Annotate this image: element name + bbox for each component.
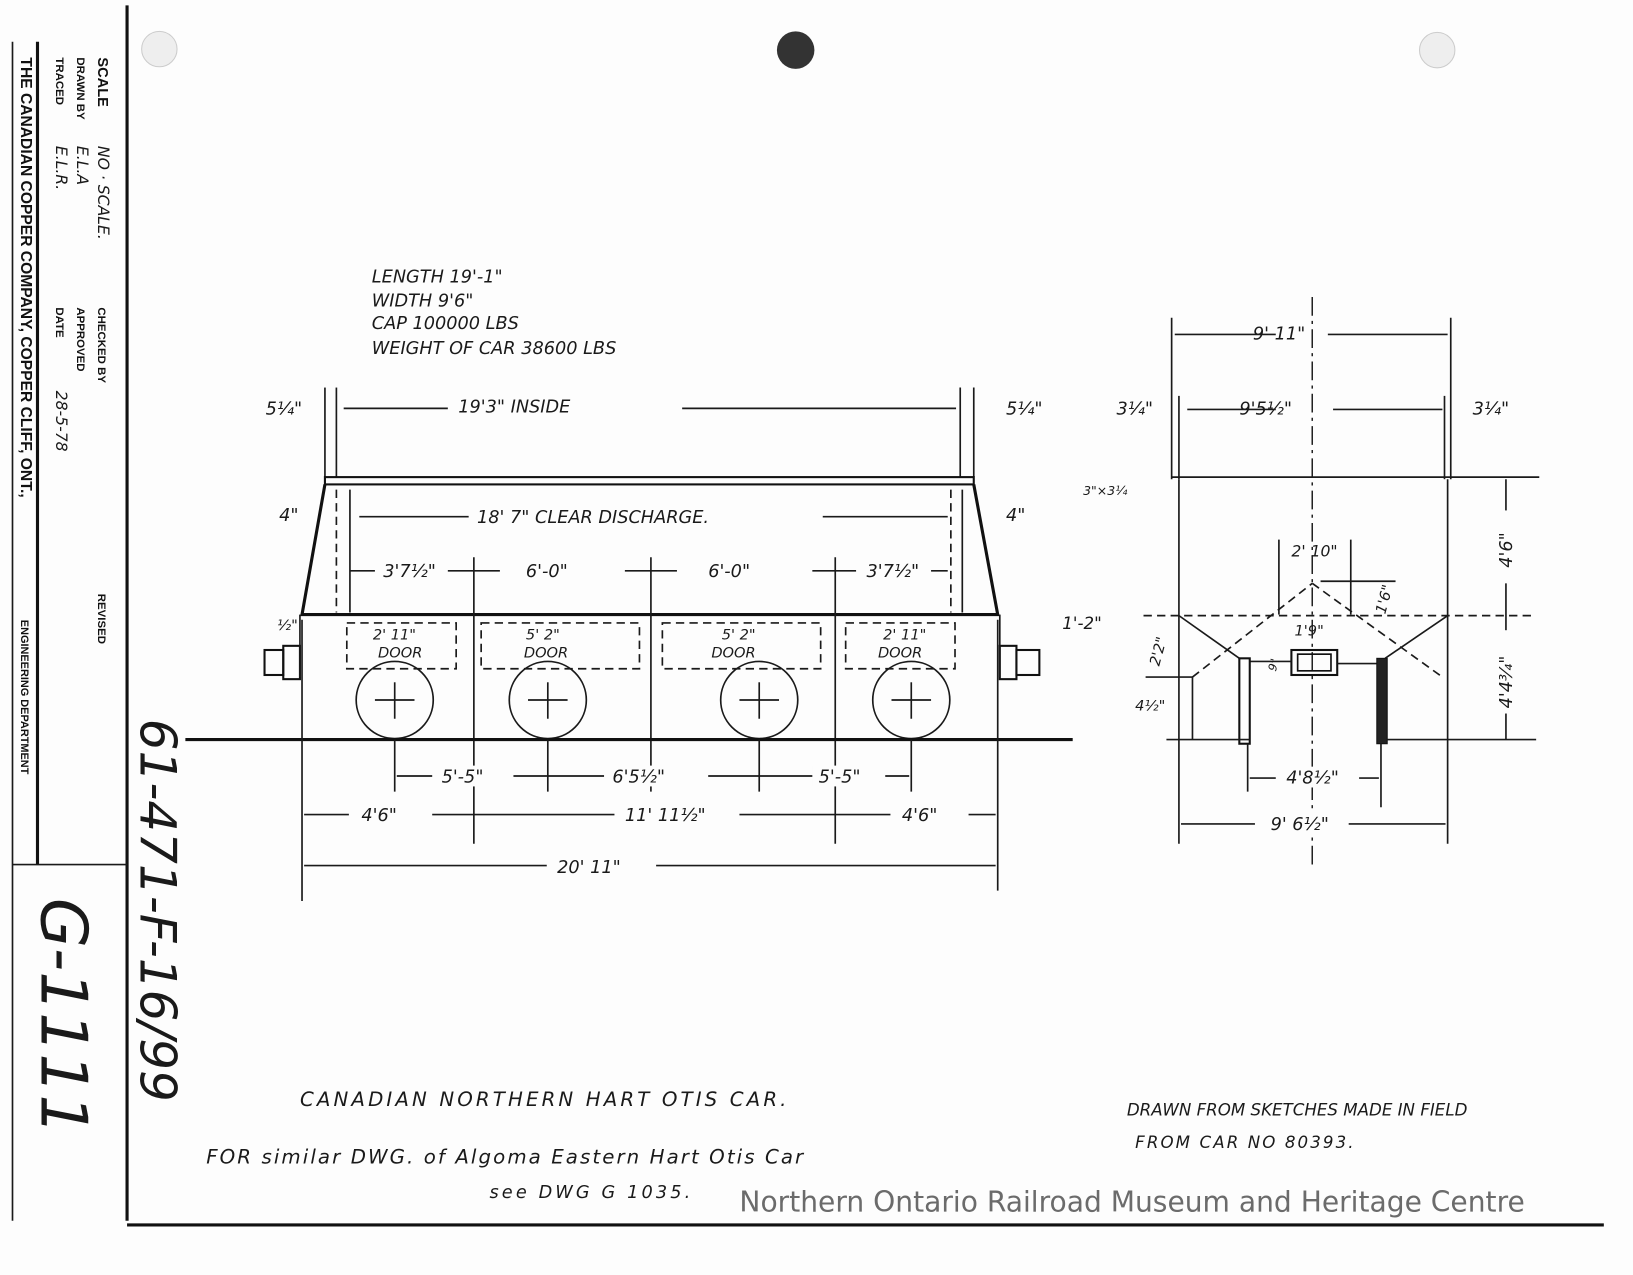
door-1-size: 2' 11"	[373, 627, 416, 644]
dim-wheelbase-2: 6'5½"	[612, 767, 665, 787]
dim-overall-width: 9' 11"	[1253, 325, 1305, 345]
car-number-note: FROM CAR NO 80393.	[1135, 1133, 1355, 1152]
dim-gauge: 4'8½"	[1286, 768, 1339, 788]
dim-overall-length: 20' 11"	[557, 858, 621, 878]
title-block: SCALE NO · SCALE. CHECKED BY REVISED DRA…	[11, 5, 1604, 1227]
dim-side-right: 3¼"	[1473, 400, 1510, 420]
door-1-label: DOOR	[378, 644, 422, 661]
file-number: 61-471-F-16/99	[129, 719, 187, 1102]
coupler-right	[998, 614, 1041, 681]
dim-inside-width: 9'5½"	[1239, 400, 1292, 420]
scale-label: SCALE	[94, 57, 110, 107]
drawing-title: CANADIAN NORTHERN HART OTIS CAR.	[300, 1088, 790, 1111]
company-name: THE CANADIAN COPPER COMPANY, COPPER CLIF…	[17, 57, 34, 497]
drawing-number: G-1111	[26, 898, 101, 1136]
dim-slope-right: 4"	[1006, 506, 1025, 526]
dim-truck-2: 11' 11½"	[625, 806, 706, 826]
similar-drawing-note: FOR similar DWG. of Algoma Eastern Hart …	[206, 1145, 805, 1168]
end-view: 9' 11" 3¼" 9'5½" 3¼" 3"×3¼ 2' 10" 1'6" 1…	[1083, 296, 1540, 865]
dim-upper-height: 4'6"	[1497, 532, 1517, 568]
car-specs: LENGTH 19'-1" WIDTH 9'6" CAP 100000 LBS …	[372, 267, 616, 359]
dim-inside: 19'3" INSIDE	[458, 398, 571, 418]
door-2-size: 5' 2"	[526, 627, 560, 644]
dim-angle: 3"×3¼	[1083, 483, 1127, 498]
dim-end-left: 5¼"	[266, 400, 303, 420]
dim-lower-height: 4'4¾"	[1497, 656, 1517, 709]
dim-bay-1: 3'7½"	[383, 562, 436, 582]
spec-width: WIDTH 9'6"	[372, 291, 474, 311]
door-3-label: DOOR	[711, 644, 755, 661]
dim-bay-4: 3'7½"	[866, 562, 919, 582]
spec-capacity: CAP 100000 LBS	[372, 314, 519, 334]
dim-slope-left: 4"	[279, 506, 298, 526]
punch-hole-left	[141, 30, 178, 68]
dim-bottom-width: 9' 6½"	[1271, 815, 1329, 835]
drawn-from-note: DRAWN FROM SKETCHES MADE IN FIELD	[1127, 1101, 1468, 1120]
dim-ridge-width: 2' 10"	[1291, 542, 1337, 560]
notes: CANADIAN NORTHERN HART OTIS CAR. FOR sim…	[206, 1088, 1467, 1203]
dim-sill-width: 1'9"	[1295, 622, 1324, 639]
department-name: ENGINEERING DEPARTMENT	[18, 620, 30, 775]
dim-bay-3: 6'-0"	[708, 562, 750, 582]
door-3-size: 5' 2"	[722, 627, 756, 644]
punch-hole-right	[1418, 31, 1456, 69]
traced-value: E.L.R.	[52, 146, 70, 190]
dim-bay-2: 6'-0"	[526, 562, 568, 582]
dim-coupler: 1'-2"	[1062, 614, 1101, 633]
dim-wheelbase-1: 5'-5"	[442, 767, 484, 787]
dim-side-left: 3¼"	[1116, 400, 1153, 420]
dim-ridge-height: 1'6"	[1373, 583, 1397, 616]
dim-end-right: 5¼"	[1006, 400, 1043, 420]
revised-label: REVISED	[95, 594, 107, 644]
drawn-by-label: DRAWN BY	[74, 57, 86, 120]
date-label: DATE	[53, 307, 65, 338]
see-drawing-note: see DWG G 1035.	[489, 1183, 693, 1203]
side-view: 5¼" 19'3" INSIDE 5¼" 4" 18' 7" CLEAR DIS…	[185, 387, 1102, 901]
spec-length: LENGTH 19'-1"	[372, 267, 503, 287]
dim-lower-left: 2'2"	[1147, 635, 1171, 668]
dim-wheelbase-3: 5'-5"	[819, 767, 861, 787]
door-2-label: DOOR	[524, 644, 568, 661]
door-4-size: 2' 11"	[883, 627, 926, 644]
drawn-by-value: E.L.A	[73, 146, 91, 185]
dim-truck-1: 4'6"	[361, 806, 397, 826]
spec-weight: WEIGHT OF CAR 38600 LBS	[372, 339, 616, 359]
dim-sill-depth: 9"	[1265, 657, 1282, 673]
approved-label: APPROVED	[74, 307, 86, 371]
scale-value: NO · SCALE.	[94, 146, 112, 240]
date-value: 28-5-78	[52, 391, 70, 452]
dim-offset: 4½"	[1135, 697, 1165, 714]
coupler-left	[263, 614, 301, 681]
dim-truck-3: 4'6"	[902, 806, 938, 826]
checked-by-label: CHECKED BY	[95, 307, 107, 383]
punch-hole-center	[776, 31, 815, 69]
dim-half-inch: ½"	[277, 617, 298, 634]
dim-clear-discharge: 18' 7" CLEAR DISCHARGE.	[477, 508, 709, 528]
museum-watermark: Northern Ontario Railroad Museum and Her…	[739, 1185, 1524, 1218]
traced-label: TRACED	[53, 57, 65, 105]
door-4-label: DOOR	[878, 644, 922, 661]
